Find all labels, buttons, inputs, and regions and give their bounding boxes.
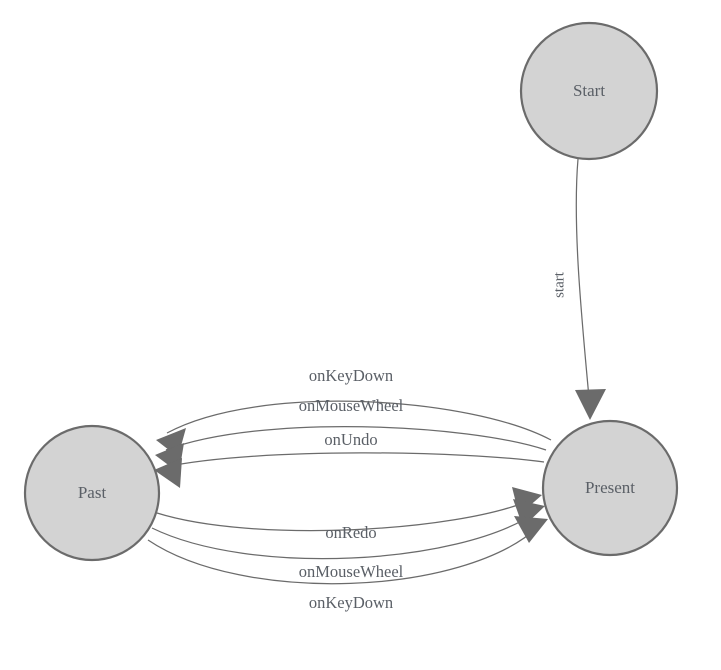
edge-present-to-past-onundo[interactable]: onUndo	[154, 430, 545, 488]
edge-label-start-group: start	[551, 271, 567, 298]
node-past-label: Past	[78, 483, 107, 502]
edge-path[interactable]	[156, 499, 532, 532]
arrowhead-icon	[154, 458, 182, 488]
edge-label-onundo: onUndo	[324, 430, 377, 449]
edge-start-to-present[interactable]: start	[551, 158, 606, 420]
edge-path[interactable]	[151, 512, 536, 560]
edge-label-onkeydown-upper: onKeyDown	[309, 366, 393, 385]
nodes-layer: Start Present Past	[23, 21, 679, 562]
edge-path[interactable]	[575, 158, 591, 410]
edge-path[interactable]	[147, 526, 539, 585]
edge-label-onmousewheel-upper: onMouseWheel	[299, 396, 404, 415]
node-present[interactable]: Present	[541, 419, 679, 557]
node-start[interactable]: Start	[519, 21, 659, 161]
edges-layer: start onKeyDown onMouseWheel onUndo	[147, 158, 606, 612]
edge-past-to-present-onkeydown[interactable]: onKeyDown	[147, 516, 548, 612]
arrowhead-icon	[514, 516, 548, 543]
edge-label-onmousewheel-lower: onMouseWheel	[299, 562, 404, 581]
arrowhead-icon	[575, 389, 606, 420]
node-past-circle[interactable]	[23, 424, 161, 562]
node-present-label: Present	[585, 478, 635, 497]
edge-path[interactable]	[165, 425, 547, 451]
node-present-circle[interactable]	[541, 419, 679, 557]
node-start-label: Start	[573, 81, 605, 100]
edge-path[interactable]	[166, 400, 552, 441]
edge-path[interactable]	[164, 452, 545, 468]
node-past[interactable]: Past	[23, 424, 161, 562]
node-start-circle[interactable]	[519, 21, 659, 161]
edge-label-onkeydown-lower: onKeyDown	[309, 593, 393, 612]
edge-label-onredo: onRedo	[325, 523, 376, 542]
edge-past-to-present-onredo[interactable]: onRedo	[156, 487, 542, 542]
edge-label-start: start	[551, 271, 567, 298]
